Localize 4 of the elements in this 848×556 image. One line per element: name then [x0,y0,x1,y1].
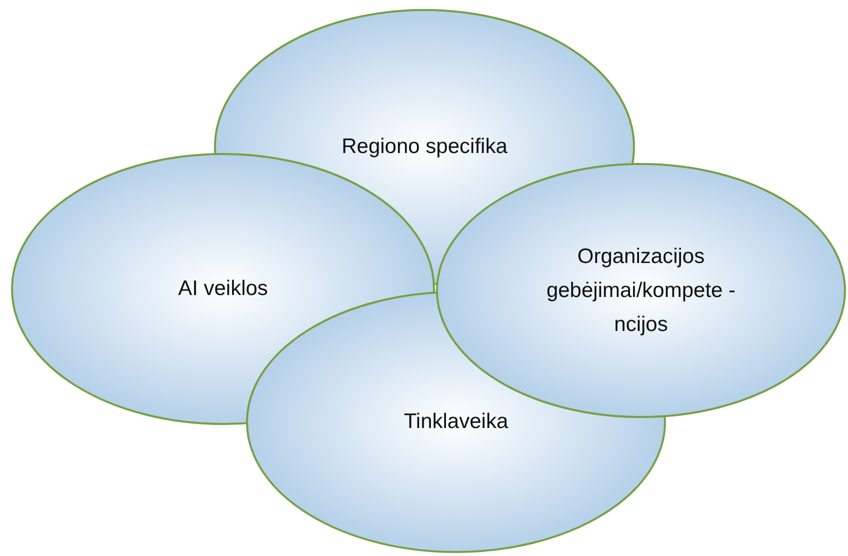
node-label: Regiono specifika [340,134,508,160]
node-label: AI veiklos [177,276,269,302]
node-label: Organizacijos gebėjimai/kompete -ncijos [545,244,737,338]
node-label: Tinklaveika [402,409,510,435]
